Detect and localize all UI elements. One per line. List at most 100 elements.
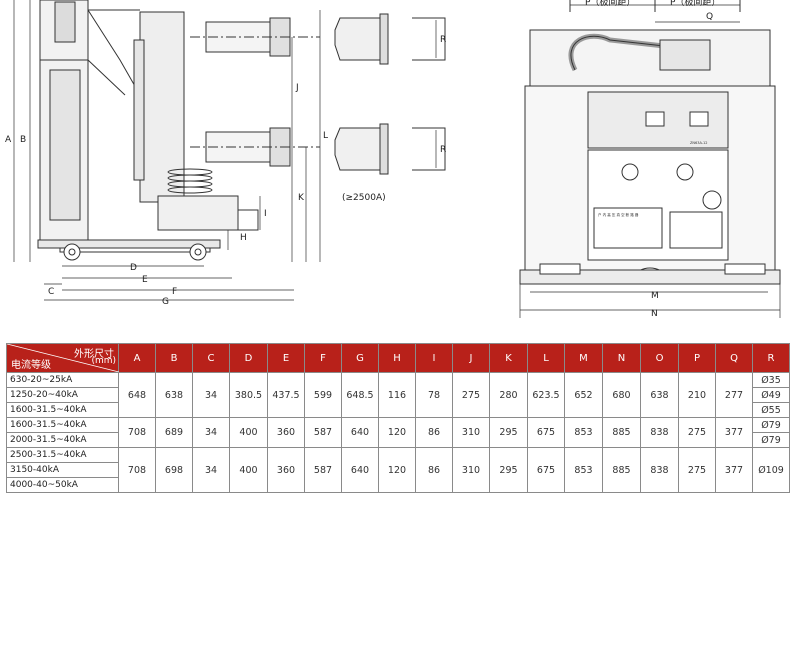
value-cell: 360 <box>267 447 305 493</box>
dim-label-f: F <box>172 287 177 297</box>
value-cell: 708 <box>118 447 156 493</box>
value-cell: 648 <box>118 372 156 418</box>
value-cell: 437.5 <box>267 372 305 418</box>
dim-label-l: L <box>323 131 328 141</box>
table-row: 4000-40~50kA <box>6 477 790 493</box>
value-cell: 275 <box>452 372 490 418</box>
column-header: H <box>378 343 416 373</box>
value-cell: 838 <box>640 447 679 493</box>
current-grade-cell: 2000-31.5~40kA <box>6 432 119 448</box>
column-header: L <box>527 343 565 373</box>
value-cell: 400 <box>229 417 268 448</box>
column-header: P <box>678 343 716 373</box>
column-header: R <box>752 343 790 373</box>
value-cell: 648.5 <box>341 372 379 418</box>
value-cell: 34 <box>192 372 230 418</box>
value-cell: 587 <box>304 447 342 493</box>
value-cell: 277 <box>715 372 753 418</box>
value-cell: 675 <box>527 417 565 448</box>
value-cell: 652 <box>564 372 603 418</box>
dim-label-q: Q <box>706 12 713 22</box>
value-cell: 675 <box>527 447 565 493</box>
value-cell: 116 <box>378 372 416 418</box>
dimension-spec-table: 外形尺寸 (mm) 电流等级 A B C D E F G H I J K L M… <box>6 343 790 493</box>
column-header: I <box>415 343 453 373</box>
value-cell: 310 <box>452 447 490 493</box>
value-cell: 86 <box>415 447 453 493</box>
value-cell: 587 <box>304 417 342 448</box>
dim-label-p-right: P（极间距） <box>670 0 720 8</box>
value-cell: 275 <box>678 417 716 448</box>
r-value-cell: Ø79 <box>752 432 790 448</box>
value-cell: 210 <box>678 372 716 418</box>
dim-label-j: J <box>295 83 299 93</box>
value-cell: 640 <box>341 447 379 493</box>
value-cell: 698 <box>155 447 193 493</box>
column-header: J <box>452 343 490 373</box>
column-header: G <box>341 343 379 373</box>
dim-label-c: C <box>48 287 54 297</box>
model-plate-text: ZN63A-12 <box>690 141 708 145</box>
column-header: Q <box>715 343 753 373</box>
table-row: 1600-31.5~40kA Ø55 <box>6 402 790 418</box>
table-row: 2500-31.5~40kA 708 698 34 400 360 587 64… <box>6 447 790 493</box>
dim-label-p-left: P（极间距） <box>585 0 635 8</box>
value-cell: 377 <box>715 447 753 493</box>
nameplate-title: 户 内 高 压 真 空 断 路 器 <box>598 212 639 217</box>
corner-grade-label: 电流等级 <box>11 360 51 371</box>
value-cell: 310 <box>452 417 490 448</box>
column-header: E <box>267 343 305 373</box>
dim-label-k: K <box>298 193 305 203</box>
table-header-row: 外形尺寸 (mm) 电流等级 A B C D E F G H I J K L M… <box>6 343 790 373</box>
dim-label-r-lower: R <box>440 145 446 155</box>
value-cell: 275 <box>678 447 716 493</box>
value-cell: 34 <box>192 447 230 493</box>
value-cell: 853 <box>564 417 603 448</box>
r-value-cell: Ø35 <box>752 372 790 388</box>
current-grade-cell: 1250-20~40kA <box>6 387 119 403</box>
corner-unit-label: (mm) <box>91 356 116 366</box>
column-header: N <box>602 343 641 373</box>
table-row: 1600-31.5~40kA 708 689 34 400 360 587 64… <box>6 417 790 448</box>
value-cell: 638 <box>155 372 193 418</box>
value-cell: 638 <box>640 372 679 418</box>
value-cell: 34 <box>192 417 230 448</box>
column-header: D <box>229 343 268 373</box>
current-grade-cell: 4000-40~50kA <box>6 477 119 493</box>
value-cell: 853 <box>564 447 603 493</box>
dim-label-d: D <box>130 263 137 273</box>
dim-label-r-upper: R <box>440 35 446 45</box>
column-header: A <box>118 343 156 373</box>
r-value-cell: Ø79 <box>752 417 790 433</box>
dim-label-i: I <box>264 209 267 219</box>
column-header: B <box>155 343 193 373</box>
corner-diagonal <box>7 344 119 372</box>
value-cell: 120 <box>378 447 416 493</box>
current-grade-cell: 3150-40kA <box>6 462 119 478</box>
value-cell: 280 <box>489 372 528 418</box>
column-header: M <box>564 343 603 373</box>
corner-dimension-label: 外形尺寸 <box>74 349 114 360</box>
value-cell: 640 <box>341 417 379 448</box>
r-value-cell: Ø49 <box>752 387 790 403</box>
r-value-cell: Ø55 <box>752 402 790 418</box>
spring-coils <box>167 168 213 194</box>
value-cell: 86 <box>415 417 453 448</box>
value-cell: 599 <box>304 372 342 418</box>
value-cell: 78 <box>415 372 453 418</box>
r-value-cell: Ø109 <box>752 447 790 493</box>
value-cell: 885 <box>602 417 641 448</box>
dim-label-b: B <box>20 135 26 145</box>
value-cell: 680 <box>602 372 641 418</box>
value-cell: 377 <box>715 417 753 448</box>
value-cell: 120 <box>378 417 416 448</box>
note-2500a: (≥2500A) <box>342 193 386 203</box>
technical-drawing: A B C D E F G H I J K L R R (≥2500A) P（极… <box>5 0 781 319</box>
column-header: F <box>304 343 342 373</box>
dim-label-n: N <box>651 309 658 319</box>
value-cell: 623.5 <box>527 372 565 418</box>
value-cell: 400 <box>229 447 268 493</box>
current-grade-cell: 2500-31.5~40kA <box>6 447 119 463</box>
dim-label-h: H <box>240 233 247 243</box>
value-cell: 295 <box>489 447 528 493</box>
